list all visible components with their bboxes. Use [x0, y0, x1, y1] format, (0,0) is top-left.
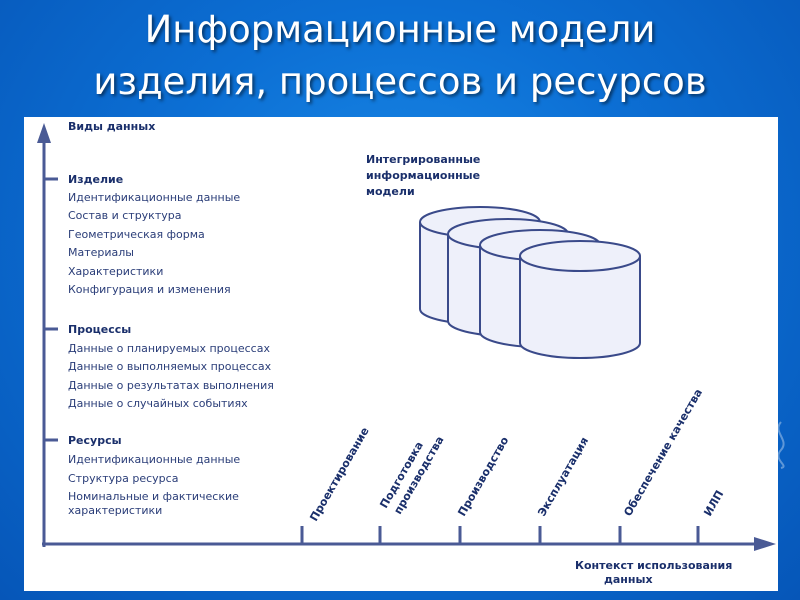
- stage-label-quality: Обеспечение качества: [621, 387, 705, 519]
- stage-label-production: Производство: [455, 434, 511, 518]
- group-heading-product: Изделие: [68, 173, 123, 186]
- slide-title-line-1: Информационные модели: [144, 8, 656, 51]
- group-item: Идентификационные данные: [68, 453, 240, 466]
- stage-label-design: Проектирование: [307, 425, 371, 524]
- group-item: Характеристики: [68, 265, 163, 278]
- group-heading-processes: Процессы: [68, 323, 131, 336]
- group-item: Состав и структура: [68, 209, 181, 222]
- group-item: Идентификационные данные: [68, 191, 240, 204]
- information-models-diagram: Виды данных Изделие Идентификационные да…: [37, 120, 776, 586]
- stage-label-operation: Эксплуатация: [535, 435, 591, 519]
- slide-title: Информационные модели изделия, процессов…: [0, 4, 800, 108]
- y-axis-label: Виды данных: [68, 120, 155, 133]
- x-axis-label-line-1: Контекст использования: [575, 559, 732, 572]
- y-axis-arrow-icon: [37, 123, 51, 143]
- database-cylinder-icon: [519, 240, 641, 359]
- integrated-models-label-line-2: информационные: [366, 169, 480, 182]
- group-heading-resources: Ресурсы: [68, 434, 122, 447]
- diagram-panel: Виды данных Изделие Идентификационные да…: [24, 117, 778, 591]
- group-item: Структура ресурса: [68, 472, 178, 485]
- group-item: Данные о выполняемых процессах: [68, 360, 272, 373]
- group-item: Материалы: [68, 246, 134, 259]
- integrated-models-label-line-3: модели: [366, 185, 415, 198]
- group-item: Данные о планируемых процессах: [68, 342, 270, 355]
- stage-label-ils: ИЛП: [701, 488, 726, 518]
- group-item: характеристики: [68, 504, 162, 517]
- group-item: Данные о случайных событиях: [68, 397, 248, 410]
- integrated-models-label-line-1: Интегрированные: [366, 153, 480, 166]
- x-axis-label-line-2: данных: [604, 573, 653, 586]
- group-item: Номинальные и фактические: [68, 490, 239, 503]
- slide-title-line-2: изделия, процессов и ресурсов: [93, 60, 707, 103]
- group-item: Данные о результатах выполнения: [68, 379, 274, 392]
- group-item: Геометрическая форма: [68, 228, 205, 241]
- group-item: Конфигурация и изменения: [68, 283, 231, 296]
- decorative-swirl-icon: [777, 421, 785, 469]
- x-axis-arrow-icon: [754, 537, 776, 551]
